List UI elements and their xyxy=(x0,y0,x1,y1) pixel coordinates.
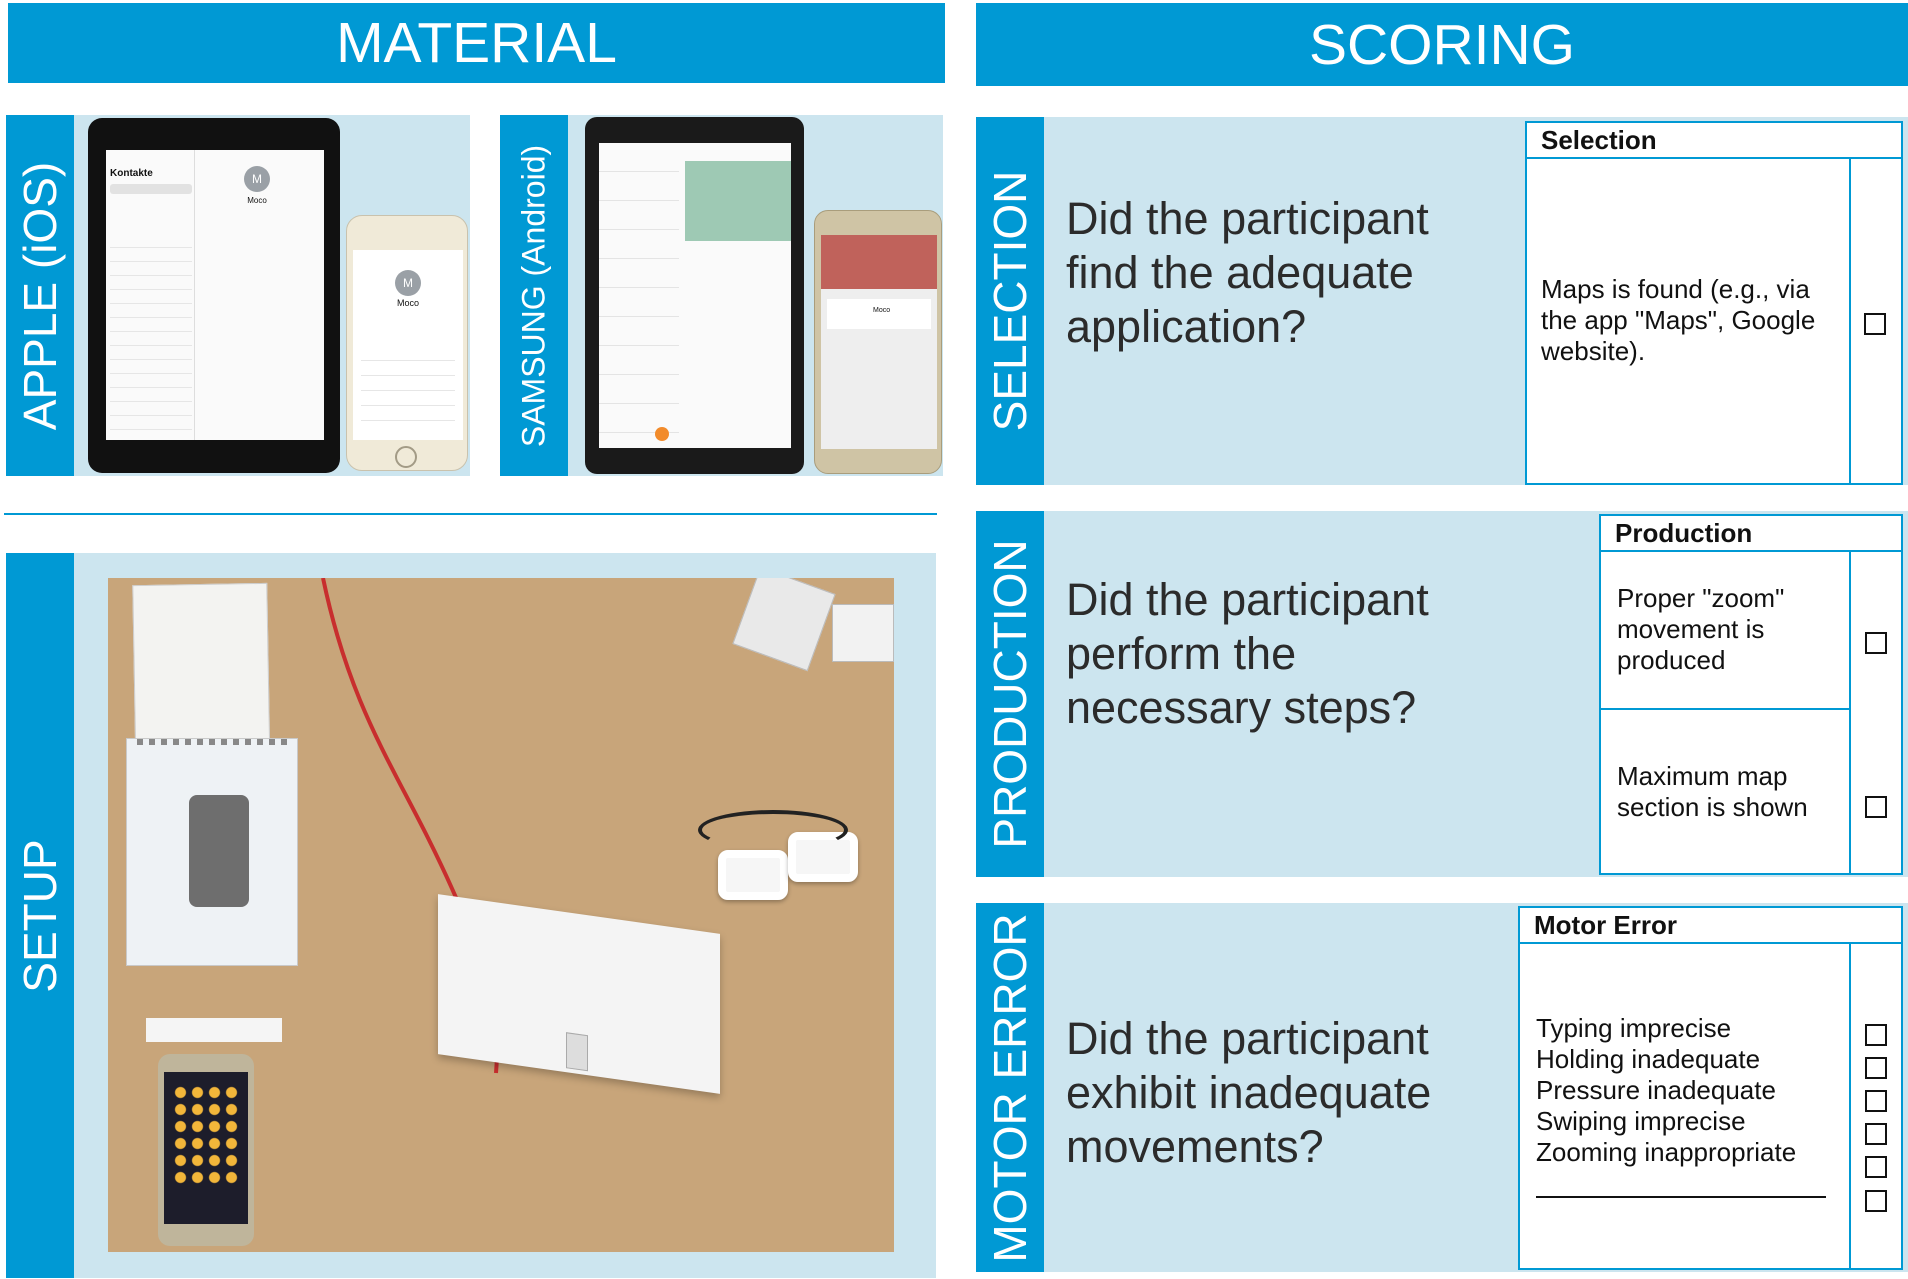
iphone-image: M Moco xyxy=(346,215,468,471)
material-divider xyxy=(4,513,937,515)
material-banner: MATERIAL xyxy=(8,3,945,83)
samsung-tablet-image xyxy=(585,117,804,474)
setup-smartphone-screen xyxy=(164,1072,248,1224)
motor-error-checkbox-1[interactable] xyxy=(1865,1024,1887,1046)
selection-box-title: Selection xyxy=(1527,123,1901,159)
binder-page xyxy=(126,738,298,966)
ipad-contact-name: Moco xyxy=(247,196,267,205)
apple-strip: APPLE (iOS) xyxy=(6,115,74,476)
selection-checkbox-column xyxy=(1849,157,1901,483)
production-label: PRODUCTION xyxy=(984,539,1036,849)
production-checkbox-column xyxy=(1849,550,1901,873)
phone-label-card xyxy=(146,1018,282,1042)
motor-error-label: MOTOR ERROR xyxy=(984,912,1036,1263)
motor-error-item-5: Zooming inappropriate xyxy=(1536,1137,1797,1167)
ipad-split-divider xyxy=(194,150,195,440)
selection-question: Did the participant find the adequate ap… xyxy=(1066,193,1429,352)
motor-error-item-4: Swiping imprecise xyxy=(1536,1106,1746,1136)
motor-error-checkbox-column xyxy=(1849,942,1901,1268)
ipad-screen: Kontakte M Moco xyxy=(106,150,324,440)
ipad-avatar: M xyxy=(244,166,270,192)
production-scoring-box: Production Proper "zoom" movement is pro… xyxy=(1599,514,1903,875)
ipad-search-bar xyxy=(110,184,192,194)
apple-label: APPLE (iOS) xyxy=(14,161,66,430)
motor-error-item-list: Typing imprecise Holding inadequate Pres… xyxy=(1536,1013,1836,1168)
selection-item-text: Maps is found (e.g., via the app "Maps",… xyxy=(1541,274,1816,366)
binder-rings xyxy=(137,739,287,745)
samsung-phone-image: Moco xyxy=(814,210,942,474)
motor-error-checkbox-4[interactable] xyxy=(1865,1123,1887,1145)
selection-checkbox[interactable] xyxy=(1864,313,1886,335)
tablet-screen xyxy=(599,143,791,448)
production-checkbox-2[interactable] xyxy=(1865,796,1887,818)
tablet-fab-button xyxy=(655,427,669,441)
motor-error-checkbox-2[interactable] xyxy=(1865,1057,1887,1079)
ipad-contacts-heading: Kontakte xyxy=(110,168,153,179)
motor-error-blank-line[interactable] xyxy=(1536,1196,1826,1198)
motor-error-checkbox-5[interactable] xyxy=(1865,1156,1887,1178)
scoring-title: SCORING xyxy=(1308,12,1576,77)
goggle-strap xyxy=(698,810,848,850)
iphone-home-button xyxy=(395,446,417,468)
setup-photo xyxy=(108,578,894,1252)
scoring-banner: SCORING xyxy=(976,3,1908,86)
motor-error-item-1: Typing imprecise xyxy=(1536,1013,1732,1043)
selection-scoring-box: Selection Maps is found (e.g., via the a… xyxy=(1525,121,1903,485)
tablet-header-green xyxy=(685,161,791,241)
motor-error-item-3: Pressure inadequate xyxy=(1536,1075,1776,1105)
binder-phone-picture xyxy=(189,795,249,907)
selection-label: SELECTION xyxy=(984,170,1036,432)
motor-error-checkbox-6[interactable] xyxy=(1865,1190,1887,1212)
iphone-contact-name: Moco xyxy=(396,298,419,308)
selection-strip: SELECTION xyxy=(976,117,1044,485)
ipad-contact-list xyxy=(110,234,192,434)
iphone-screen: M Moco xyxy=(353,250,463,440)
samsung-phone-card: Moco xyxy=(827,299,931,329)
production-checkbox-1[interactable] xyxy=(1865,632,1887,654)
setup-strip: SETUP xyxy=(6,553,74,1278)
motor-error-strip: MOTOR ERROR xyxy=(976,903,1044,1272)
samsung-strip: SAMSUNG (Android) xyxy=(500,115,568,476)
production-question: Did the participant perform the necessar… xyxy=(1066,574,1429,733)
motor-error-question: Did the participant exhibit inadequate m… xyxy=(1066,1013,1432,1172)
motor-error-item-2: Holding inadequate xyxy=(1536,1044,1761,1074)
setup-label: SETUP xyxy=(14,838,66,993)
samsung-phone-contact-name: Moco xyxy=(873,307,891,314)
shutter-goggles xyxy=(698,810,868,920)
ipad-image: Kontakte M Moco xyxy=(88,118,340,473)
production-box-title: Production xyxy=(1601,516,1901,552)
goggle-left-lens xyxy=(718,850,788,900)
iphone-detail-list xyxy=(361,346,455,432)
stimulus-box-button xyxy=(566,1032,588,1072)
iphone-avatar: M xyxy=(395,270,421,296)
production-item-2: Maximum map section is shown xyxy=(1617,761,1808,822)
tablet-contact-list xyxy=(599,143,679,448)
production-strip: PRODUCTION xyxy=(976,511,1044,877)
motor-error-checkbox-3[interactable] xyxy=(1865,1090,1887,1112)
production-row-divider xyxy=(1601,708,1851,710)
motor-error-box-title: Motor Error xyxy=(1520,908,1901,944)
setup-app-icons xyxy=(172,1084,240,1184)
samsung-label: SAMSUNG (Android) xyxy=(515,144,552,447)
motor-error-scoring-box: Motor Error Typing imprecise Holding ina… xyxy=(1518,906,1903,1270)
material-title: MATERIAL xyxy=(336,11,617,75)
samsung-phone-screen: Moco xyxy=(821,235,937,449)
usb-device xyxy=(832,604,894,662)
production-item-1: Proper "zoom" movement is produced xyxy=(1617,583,1785,675)
setup-smartphone xyxy=(158,1054,254,1246)
samsung-phone-header xyxy=(821,235,937,289)
